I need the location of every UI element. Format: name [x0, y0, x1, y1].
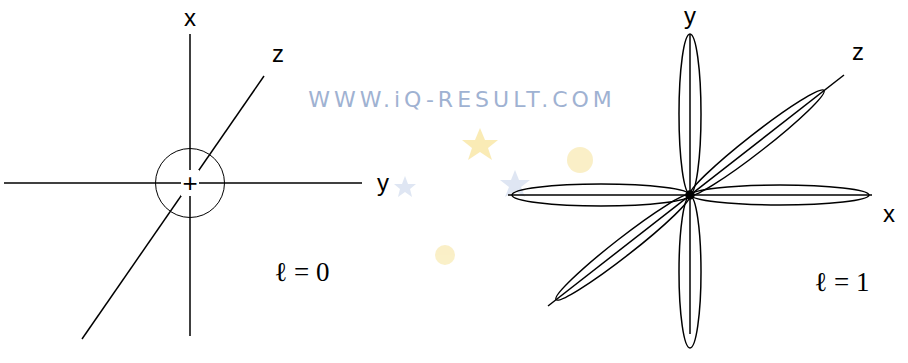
- watermark-dot: [435, 245, 455, 265]
- p-lobe: [691, 185, 869, 205]
- watermark: WWW.iQ-RESULT.COM: [308, 89, 616, 111]
- watermark-star: [500, 170, 530, 197]
- axis-label: x: [184, 6, 196, 30]
- p-lobe: [679, 196, 701, 348]
- axis-label: y: [684, 4, 696, 28]
- orbital-circle: +: [155, 148, 225, 218]
- p-orbital: [508, 34, 872, 348]
- watermark-shapes: [394, 128, 593, 265]
- axis-label: x: [883, 202, 895, 226]
- z-axis: [82, 76, 264, 339]
- watermark-star: [462, 128, 498, 160]
- charge-sign: +: [181, 170, 198, 196]
- p-lobe: [550, 188, 695, 307]
- watermark-star: [394, 176, 416, 197]
- p-lobe: [512, 184, 690, 206]
- quantum-number: ℓ = 0: [274, 259, 329, 286]
- axis-label: z: [852, 40, 864, 64]
- watermark-dot: [567, 147, 593, 173]
- axis-label: z: [272, 42, 284, 66]
- s-orbital: [4, 34, 362, 339]
- p-lobe: [679, 34, 701, 194]
- axis-label: y: [377, 171, 389, 195]
- p-lobe: [684, 83, 829, 202]
- y-axis: [689, 34, 691, 334]
- quantum-number: ℓ = 1: [814, 269, 869, 296]
- nucleus-dot: [686, 191, 694, 199]
